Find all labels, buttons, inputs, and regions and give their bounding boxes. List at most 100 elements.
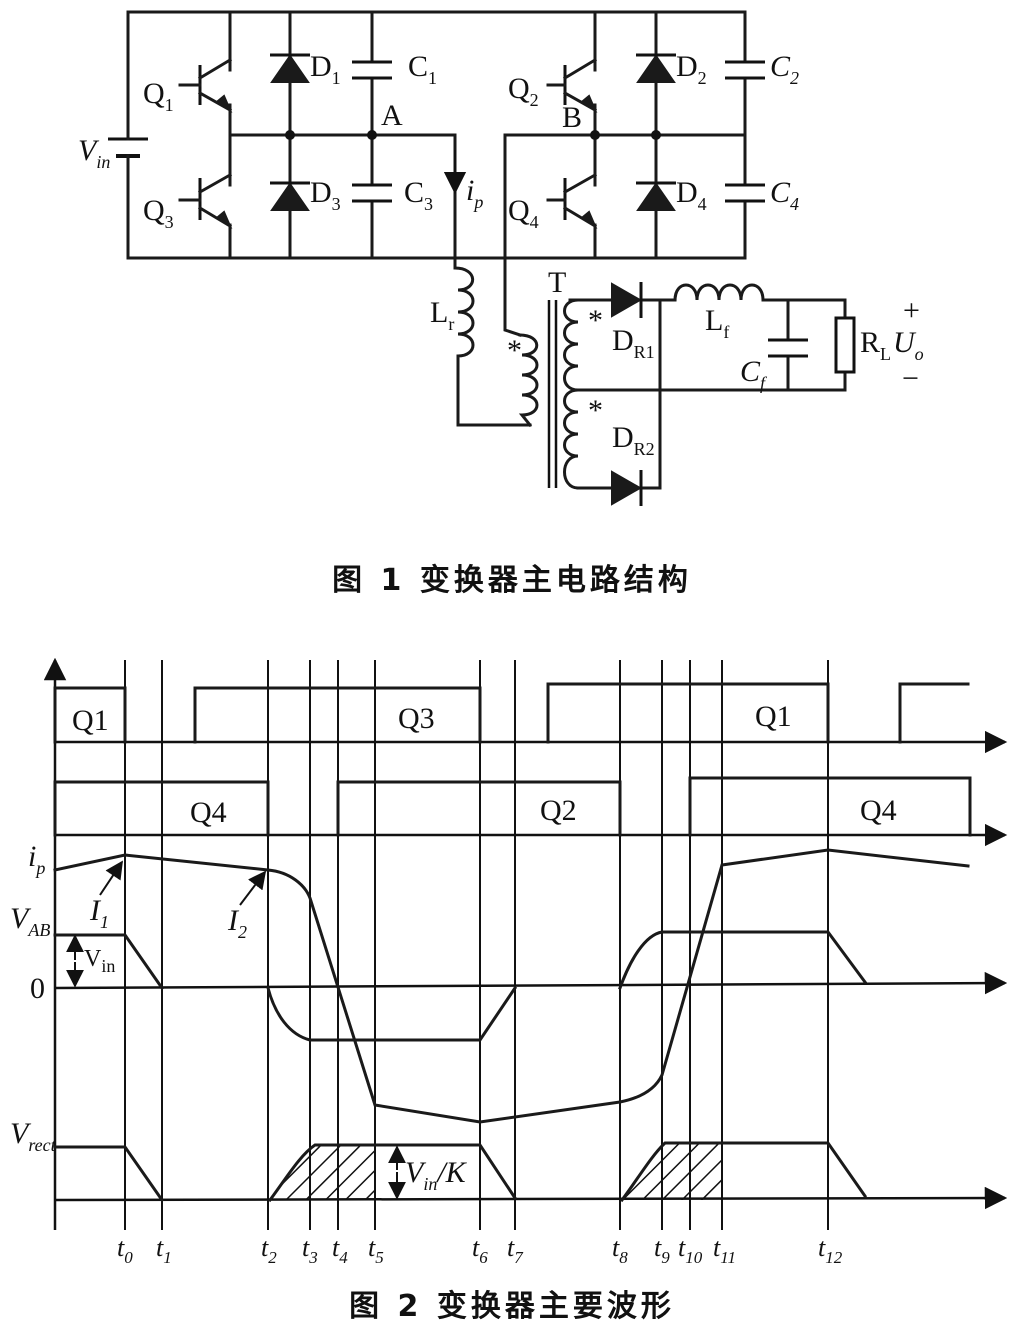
time-label-t0: t0	[117, 1233, 133, 1267]
diode-d1	[270, 53, 310, 83]
dc-source-vin	[108, 133, 148, 167]
q4-q2-pulses	[53, 776, 972, 837]
vab-waveform-2	[266, 985, 518, 1042]
label-i1: I1	[89, 894, 109, 932]
label-cf: Cf	[740, 355, 768, 393]
transistor-q2	[546, 57, 598, 114]
label-node-a: A	[381, 99, 403, 132]
label-uo: Uo	[893, 326, 924, 364]
label-minus: −	[902, 362, 919, 395]
label-vin-signal: Vin	[84, 946, 115, 976]
label-q2: Q2	[508, 72, 539, 110]
label-d3: D3	[310, 176, 341, 214]
junction-node-a	[367, 130, 377, 140]
pulse-label-q3: Q3	[398, 702, 435, 735]
label-vrect: Vrect	[10, 1117, 57, 1155]
figure-1-circuit: Q1 Q3 Q2 Q4 D1 D3 D2 D4 C1 C3 C2 C4 A B …	[78, 10, 924, 506]
label-d2: D2	[676, 50, 707, 88]
zero-axis	[54, 971, 1008, 995]
time-label-t12: t12	[818, 1233, 843, 1267]
vrect-waveform-3	[619, 1141, 868, 1203]
label-ip: ip	[466, 174, 483, 212]
transistor-q4	[546, 172, 598, 230]
dot-marker-sec1: *	[588, 304, 603, 337]
label-c2: C2	[770, 50, 799, 88]
label-plus: +	[903, 294, 920, 327]
label-c4: C4	[770, 176, 799, 214]
label-rl: RL	[860, 326, 891, 364]
label-c3: C3	[404, 176, 433, 214]
dot-marker-sec2: *	[588, 394, 603, 427]
node-b-to-transformer	[503, 133, 522, 337]
label-c1: C1	[408, 50, 437, 88]
label-zero: 0	[30, 972, 45, 1005]
time-label-t4: t4	[332, 1233, 348, 1267]
time-label-t10: t10	[678, 1233, 703, 1267]
transformer-secondary	[563, 298, 677, 490]
vrect-hatch-1	[270, 1145, 375, 1200]
time-label-t6: t6	[472, 1233, 488, 1267]
junction-dot	[651, 130, 661, 140]
label-q3: Q3	[143, 194, 174, 232]
vrect-waveform-1	[53, 1145, 165, 1203]
pulse-label-q1-second: Q1	[755, 700, 792, 733]
label-i2: I2	[227, 904, 247, 942]
label-d4: D4	[676, 176, 707, 214]
pulse-label-q2: Q2	[540, 794, 577, 827]
capacitor-c2	[725, 60, 765, 80]
label-dr2: DR2	[612, 421, 655, 459]
capacitor-c4	[725, 183, 765, 203]
label-dr1: DR1	[612, 324, 655, 362]
node-a-wire	[228, 133, 457, 260]
i2-arrow	[239, 870, 267, 906]
time-labels: t0 t1 t2 t3 t4 t5 t6 t7 t8 t9 t10 t11 t1…	[117, 1233, 843, 1267]
pulse-label-q4-first: Q4	[190, 796, 227, 829]
capacitor-c1	[352, 60, 392, 80]
time-label-t8: t8	[612, 1233, 628, 1267]
i1-arrow	[99, 860, 123, 896]
vrect-axis	[54, 1186, 1008, 1210]
label-node-b: B	[562, 101, 582, 134]
time-gridlines	[124, 660, 829, 1230]
pulse-label-q4-second: Q4	[860, 794, 897, 827]
label-vin: Vin	[78, 134, 110, 172]
time-label-t11: t11	[713, 1233, 736, 1267]
resistor-rl	[834, 298, 856, 392]
inductor-lf	[673, 283, 847, 302]
time-label-t1: t1	[156, 1233, 172, 1267]
time-label-t3: t3	[302, 1233, 318, 1267]
time-label-t9: t9	[654, 1233, 670, 1267]
time-label-t5: t5	[368, 1233, 384, 1267]
label-lr: Lr	[430, 296, 454, 334]
diode-d4	[636, 181, 676, 211]
figure-2-caption: 图 2 变换器主要波形	[349, 1289, 675, 1324]
vrect-waveform-2	[267, 1143, 518, 1203]
transformer-core	[547, 300, 558, 488]
label-d1: D1	[310, 50, 341, 88]
ip-waveform	[53, 848, 970, 1124]
figure-1-caption: 图 1 变换器主电路结构	[332, 563, 692, 598]
diode-dr1	[611, 282, 643, 318]
transformer-primary	[518, 333, 539, 428]
transistor-q3	[178, 172, 233, 230]
junction-dot	[285, 130, 295, 140]
q1-q3-pulses	[53, 682, 970, 744]
circuit-labels: Q1 Q3 Q2 Q4 D1 D3 D2 D4 C1 C3 C2 C4 A B …	[78, 50, 924, 459]
capacitor-c3	[352, 183, 392, 203]
inductor-lr	[453, 256, 532, 427]
label-q4: Q4	[508, 194, 539, 232]
junction-node-b	[590, 130, 600, 140]
label-lf: Lf	[705, 304, 729, 342]
diode-d2	[636, 53, 676, 83]
label-q1: Q1	[143, 77, 174, 115]
capacitor-cf	[768, 298, 808, 392]
label-vin-over-k: Vin/K	[405, 1156, 468, 1194]
vrect-hatch-2	[622, 1143, 722, 1200]
vab-waveform-3	[618, 930, 868, 990]
figure-2-waveforms: Q1 Q3 Q1 Q4 Q2 Q4 ip I1 I2 VA	[10, 657, 1008, 1267]
time-label-t2: t2	[261, 1233, 277, 1267]
pulse-label-q1-first: Q1	[72, 704, 109, 737]
label-ip-signal: ip	[28, 840, 45, 878]
